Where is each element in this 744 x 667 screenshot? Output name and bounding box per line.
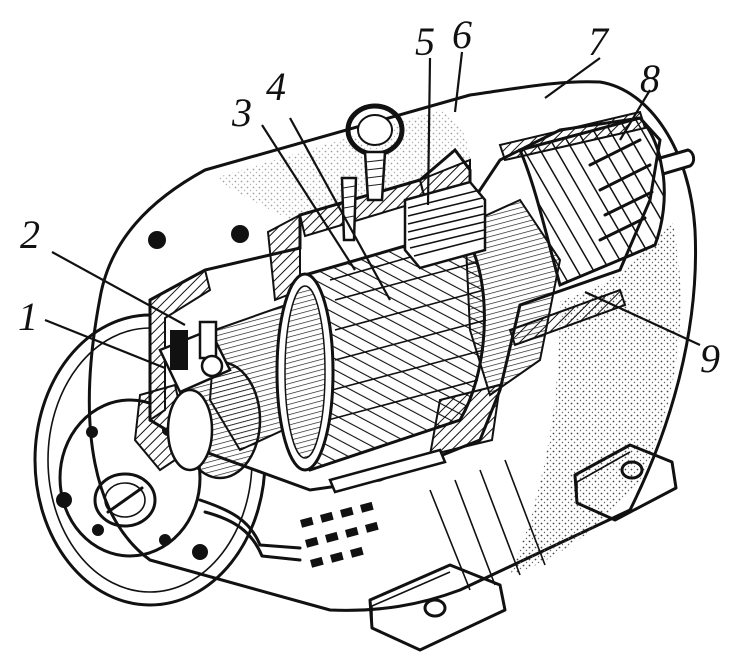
ventilation-slots [300, 501, 379, 568]
part-labels: 1 2 3 4 5 6 7 8 9 [18, 12, 720, 381]
leader-7 [544, 57, 601, 99]
leader-lines [44, 51, 701, 370]
label-9: 9 [700, 336, 720, 381]
rotor [275, 228, 487, 494]
leader-3 [261, 124, 356, 271]
leader-1 [44, 318, 166, 370]
commutator-assembly [158, 320, 302, 562]
label-6: 6 [452, 12, 472, 57]
label-5: 5 [415, 19, 435, 64]
mounting-feet [368, 443, 678, 652]
label-2: 2 [20, 212, 40, 257]
leader-4 [289, 117, 391, 301]
leader-6 [453, 51, 464, 113]
label-4: 4 [266, 64, 286, 109]
label-7: 7 [588, 19, 610, 64]
label-3: 3 [231, 90, 252, 135]
leader-5 [426, 57, 432, 206]
leader-8 [619, 89, 651, 141]
cooling-fan [517, 116, 696, 288]
label-1: 1 [18, 294, 38, 339]
leader-2 [51, 251, 186, 326]
label-8: 8 [640, 56, 660, 101]
field-winding [403, 180, 487, 270]
leader-9 [584, 291, 701, 346]
lifting-eye [340, 103, 405, 242]
